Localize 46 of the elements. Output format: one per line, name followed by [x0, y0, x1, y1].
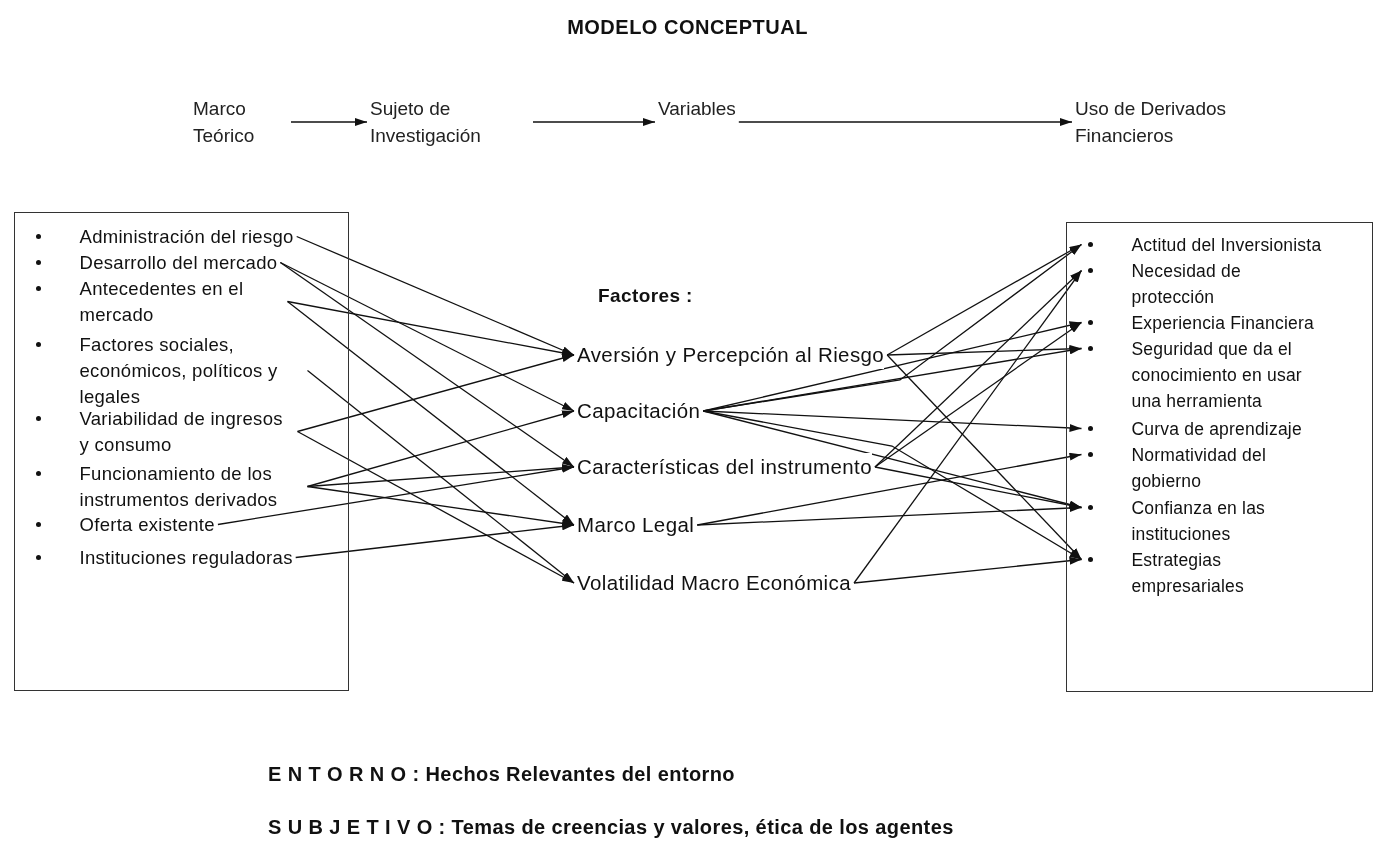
list-panel: [14, 212, 349, 691]
arrow: [886, 354, 1083, 561]
bullet-item: Estrategias empresariales: [1084, 546, 1262, 599]
arrow: [290, 118, 368, 126]
arrow: [295, 522, 575, 559]
bullet-item: Administración del riesgo: [32, 223, 294, 250]
bullet-item: Seguridad que da el conocimiento en usar una herramienta: [1084, 335, 1327, 414]
arrow: [853, 556, 1083, 584]
bullet-item: Confianza en las instituciones: [1084, 494, 1282, 547]
bullet-item: Instituciones reguladoras: [32, 544, 293, 571]
arrow: [296, 235, 575, 356]
bullet-item: Necesidad de protección: [1084, 257, 1267, 310]
stage-label: Uso de Derivados Financieros: [1075, 95, 1255, 149]
arrow: [696, 504, 1083, 526]
arrow: [738, 118, 1073, 126]
bullet-item: Normatividad del gobierno: [1084, 441, 1282, 494]
arrow: [296, 354, 575, 433]
arrow: [874, 466, 1083, 510]
bullet-item: Curva de aprendizaje: [1084, 415, 1302, 442]
stage-label: Sujeto de Investigación: [370, 95, 530, 149]
arrow: [286, 300, 575, 357]
bullet-item: Factores sociales, económicos, políticos y legales: [32, 331, 305, 410]
arrow: [306, 485, 575, 528]
bullet-item: Desarrollo del mercado: [32, 249, 278, 276]
diagram-title: MODELO CONCEPTUAL: [566, 16, 809, 39]
stage-label: Variables: [658, 95, 736, 149]
stage-label: Marco Teórico: [193, 95, 288, 149]
bullet-item: Antecedentes en el mercado: [32, 275, 285, 328]
arrow: [217, 464, 575, 526]
arrow: [702, 410, 1083, 561]
arrow: [306, 410, 575, 488]
bullet-item: Experiencia Financiera: [1084, 309, 1314, 336]
bullet-item: Funcionamiento de los instrumentos derivados: [32, 460, 305, 513]
arrow: [296, 430, 575, 584]
bullet-item: Oferta existente: [32, 511, 215, 538]
arrow: [286, 300, 575, 526]
arrow: [279, 261, 575, 468]
arrow: [532, 118, 656, 126]
list-panel: [1066, 222, 1373, 692]
arrow: [874, 321, 1083, 468]
arrow: [853, 269, 1083, 584]
note-text: E N T O R N O : Hechos Relevantes del entorno: [268, 763, 735, 786]
note-text: S U B J E T I V O : Temas de creencias y valores, ética de los agentes: [268, 816, 954, 839]
bullet-item: Actitud del Inversionista: [1084, 231, 1322, 258]
section-heading: Factores :: [598, 285, 693, 307]
arrow: [702, 410, 1083, 432]
